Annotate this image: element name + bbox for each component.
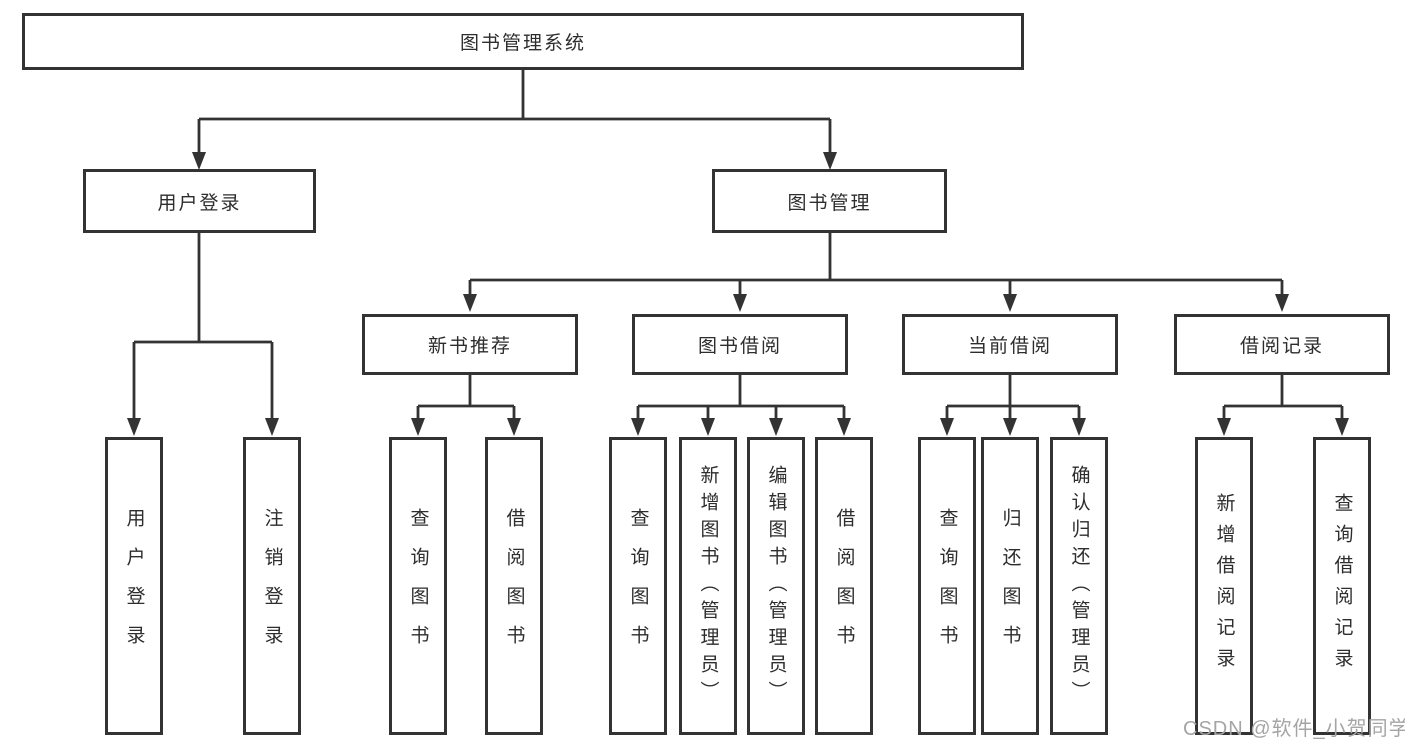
- arrowhead: [265, 418, 279, 436]
- leaf-query-books-borrow: 查询图书: [609, 437, 667, 735]
- leaf-user-login-label: 用户登录: [123, 508, 145, 664]
- leaf-edit-book-admin: 编辑图书（管理员）: [747, 437, 805, 735]
- leaf-confirm-return-admin: 确认归还（管理员）: [1050, 437, 1108, 735]
- leaf-borrow-books-recommend-label: 借阅图书: [503, 508, 525, 664]
- leaf-query-books-recommend: 查询图书: [389, 437, 447, 735]
- leaf-query-books-recommend-label: 查询图书: [407, 508, 429, 664]
- leaf-add-book-admin: 新增图书（管理员）: [679, 437, 737, 735]
- node-borrowing-records-label: 借阅记录: [1239, 336, 1324, 357]
- leaf-borrow-books: 借阅图书: [815, 437, 873, 735]
- arrowhead: [507, 418, 521, 436]
- arrowhead: [631, 418, 645, 436]
- leaf-edit-book-admin-label: 编辑图书（管理员）: [765, 464, 787, 708]
- node-user-login-label: 用户登录: [157, 192, 242, 214]
- arrowhead: [1275, 294, 1289, 312]
- arrowhead: [192, 152, 206, 170]
- arrowhead: [127, 418, 141, 436]
- node-new-book-recommend: 新书推荐: [362, 314, 578, 375]
- node-current-borrowing: 当前借阅: [902, 314, 1118, 375]
- node-user-login: 用户登录: [83, 169, 316, 233]
- node-book-management-label: 图书管理: [787, 192, 872, 214]
- arrowhead: [1335, 418, 1349, 436]
- leaf-return-book-label: 归还图书: [999, 508, 1021, 664]
- node-book-borrowing: 图书借阅: [632, 314, 848, 375]
- node-root-system-label: 图书管理系统: [459, 33, 586, 54]
- arrowhead: [823, 152, 837, 170]
- node-borrowing-records: 借阅记录: [1174, 314, 1390, 375]
- leaf-query-books-borrow-label: 查询图书: [627, 508, 649, 664]
- node-book-borrowing-label: 图书借阅: [697, 336, 782, 357]
- node-book-management: 图书管理: [712, 169, 947, 233]
- leaf-return-book: 归还图书: [981, 437, 1039, 735]
- leaf-user-login: 用户登录: [105, 437, 163, 735]
- leaf-query-books-current: 查询图书: [918, 437, 976, 735]
- node-new-book-recommend-label: 新书推荐: [427, 336, 512, 357]
- arrowhead: [1003, 418, 1017, 436]
- leaf-add-borrow-record: 新增借阅记录: [1195, 437, 1253, 735]
- leaf-query-borrow-record: 查询借阅记录: [1313, 437, 1371, 735]
- leaf-borrow-books-label: 借阅图书: [833, 508, 855, 664]
- csdn-watermark: CSDN @软件_小贺同学: [1183, 718, 1405, 740]
- connector-current-borrowing-to-leaves: [940, 375, 1086, 436]
- connector-root-to-level2: [192, 69, 837, 170]
- connector-new-book-recommend-to-leaves: [411, 375, 521, 436]
- arrowhead: [1003, 294, 1017, 312]
- arrowhead: [411, 418, 425, 436]
- arrowhead: [733, 294, 747, 312]
- arrowhead: [769, 418, 783, 436]
- node-root-system: 图书管理系统: [22, 13, 1024, 70]
- arrowhead: [837, 418, 851, 436]
- connector-user-login-to-leaves: [127, 233, 279, 436]
- leaf-add-book-admin-label: 新增图书（管理员）: [697, 464, 719, 708]
- leaf-borrow-books-recommend: 借阅图书: [485, 437, 543, 735]
- connector-book-management-to-level3: [463, 233, 1289, 312]
- arrowhead: [1072, 418, 1086, 436]
- arrowhead: [463, 294, 477, 312]
- leaf-query-books-current-label: 查询图书: [936, 508, 958, 664]
- arrowhead: [701, 418, 715, 436]
- arrowhead: [940, 418, 954, 436]
- arrowhead: [1217, 418, 1231, 436]
- leaf-add-borrow-record-label: 新增借阅记录: [1213, 493, 1235, 679]
- leaf-query-borrow-record-label: 查询借阅记录: [1331, 493, 1353, 679]
- connector-borrowing-records-to-leaves: [1217, 375, 1349, 436]
- leaf-confirm-return-admin-label: 确认归还（管理员）: [1068, 464, 1090, 708]
- leaf-logout: 注销登录: [243, 437, 301, 735]
- leaf-logout-label: 注销登录: [261, 508, 283, 664]
- connector-book-borrowing-to-leaves: [631, 375, 851, 436]
- node-current-borrowing-label: 当前借阅: [967, 336, 1052, 357]
